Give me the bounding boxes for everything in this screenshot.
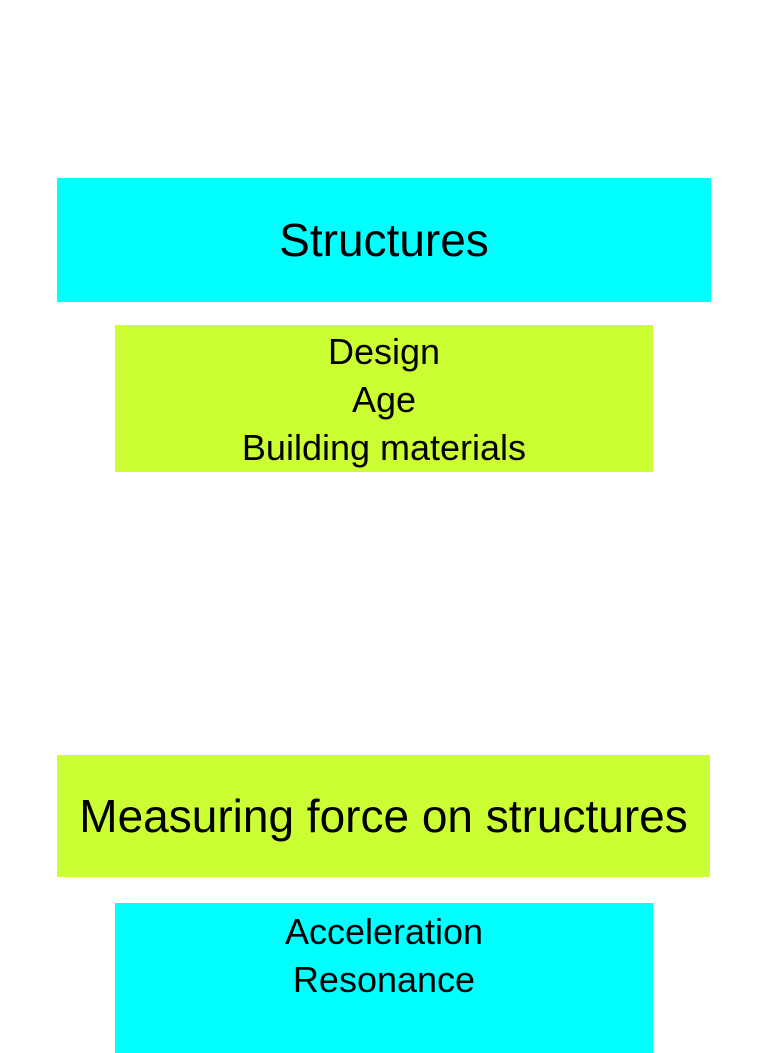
document-page: Structures Design Age Building materials… (57, 178, 711, 1053)
slide1-content-box: Design Age Building materials (115, 325, 653, 472)
slide2-content-line: Resonance (292, 959, 476, 1000)
slide2-title-box: Measuring force on structures (57, 755, 710, 877)
slide2-content-box: Acceleration Resonance (115, 903, 653, 1053)
slide1-title-box: Structures (57, 178, 711, 302)
slide1-content-line: Building materials (241, 427, 527, 468)
slide1-content-line: Design (327, 331, 441, 372)
slide2-title: Measuring force on structures (79, 789, 688, 842)
slide2-content-line: Acceleration (284, 911, 484, 952)
slide1-title: Structures (279, 213, 489, 266)
slide1-content-line: Age (351, 379, 417, 420)
